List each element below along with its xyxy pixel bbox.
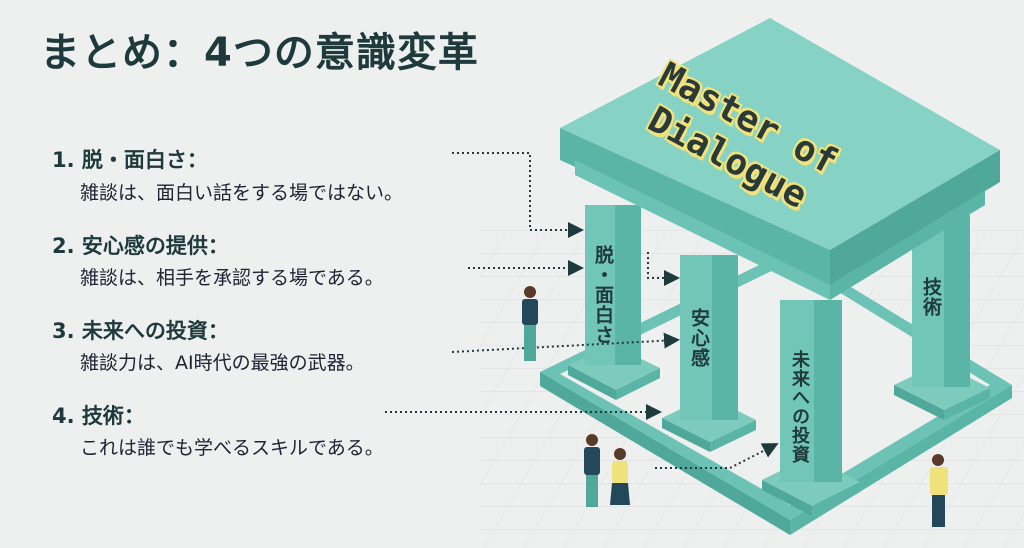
pillar-3-label: 未来への投資 (789, 350, 810, 464)
item-1-heading: 1. 脱・面白さ： (52, 148, 208, 172)
platform (540, 250, 1012, 535)
roof (560, 18, 1000, 300)
arrow-3 (451, 332, 680, 353)
pillar-4-label: 技術 (920, 277, 942, 317)
page-title: まとめ：4つの意識変革 (40, 30, 479, 76)
arrow-1 (452, 152, 584, 238)
item-4-heading: 4. 技術： (52, 404, 145, 428)
pillar-1-label: 脱・面白さ (592, 245, 614, 345)
item-3-heading: 3. 未来への投資： (52, 319, 229, 343)
pillar-3 (762, 300, 860, 516)
item-3-text: 雑談力は、AI時代の最強の武器。 (80, 352, 365, 374)
pillar-2-label: 安心感 (688, 308, 710, 368)
arrow-2b (647, 252, 680, 286)
item-4-text: これは誰でも学べるスキルである。 (80, 437, 384, 459)
person-woman (610, 448, 630, 505)
arrow-5 (655, 443, 779, 469)
item-1-text: 雑談は、面白い話をする場ではない。 (80, 182, 404, 204)
person-right (930, 454, 948, 527)
pillar-2 (662, 255, 756, 452)
pillar-1 (568, 205, 660, 400)
item-2-text: 雑談は、相手を承認する場である。 (80, 267, 384, 289)
person-presenter (522, 286, 538, 361)
item-2-heading: 2. 安心感の提供： (52, 234, 229, 258)
person-man (584, 434, 600, 507)
